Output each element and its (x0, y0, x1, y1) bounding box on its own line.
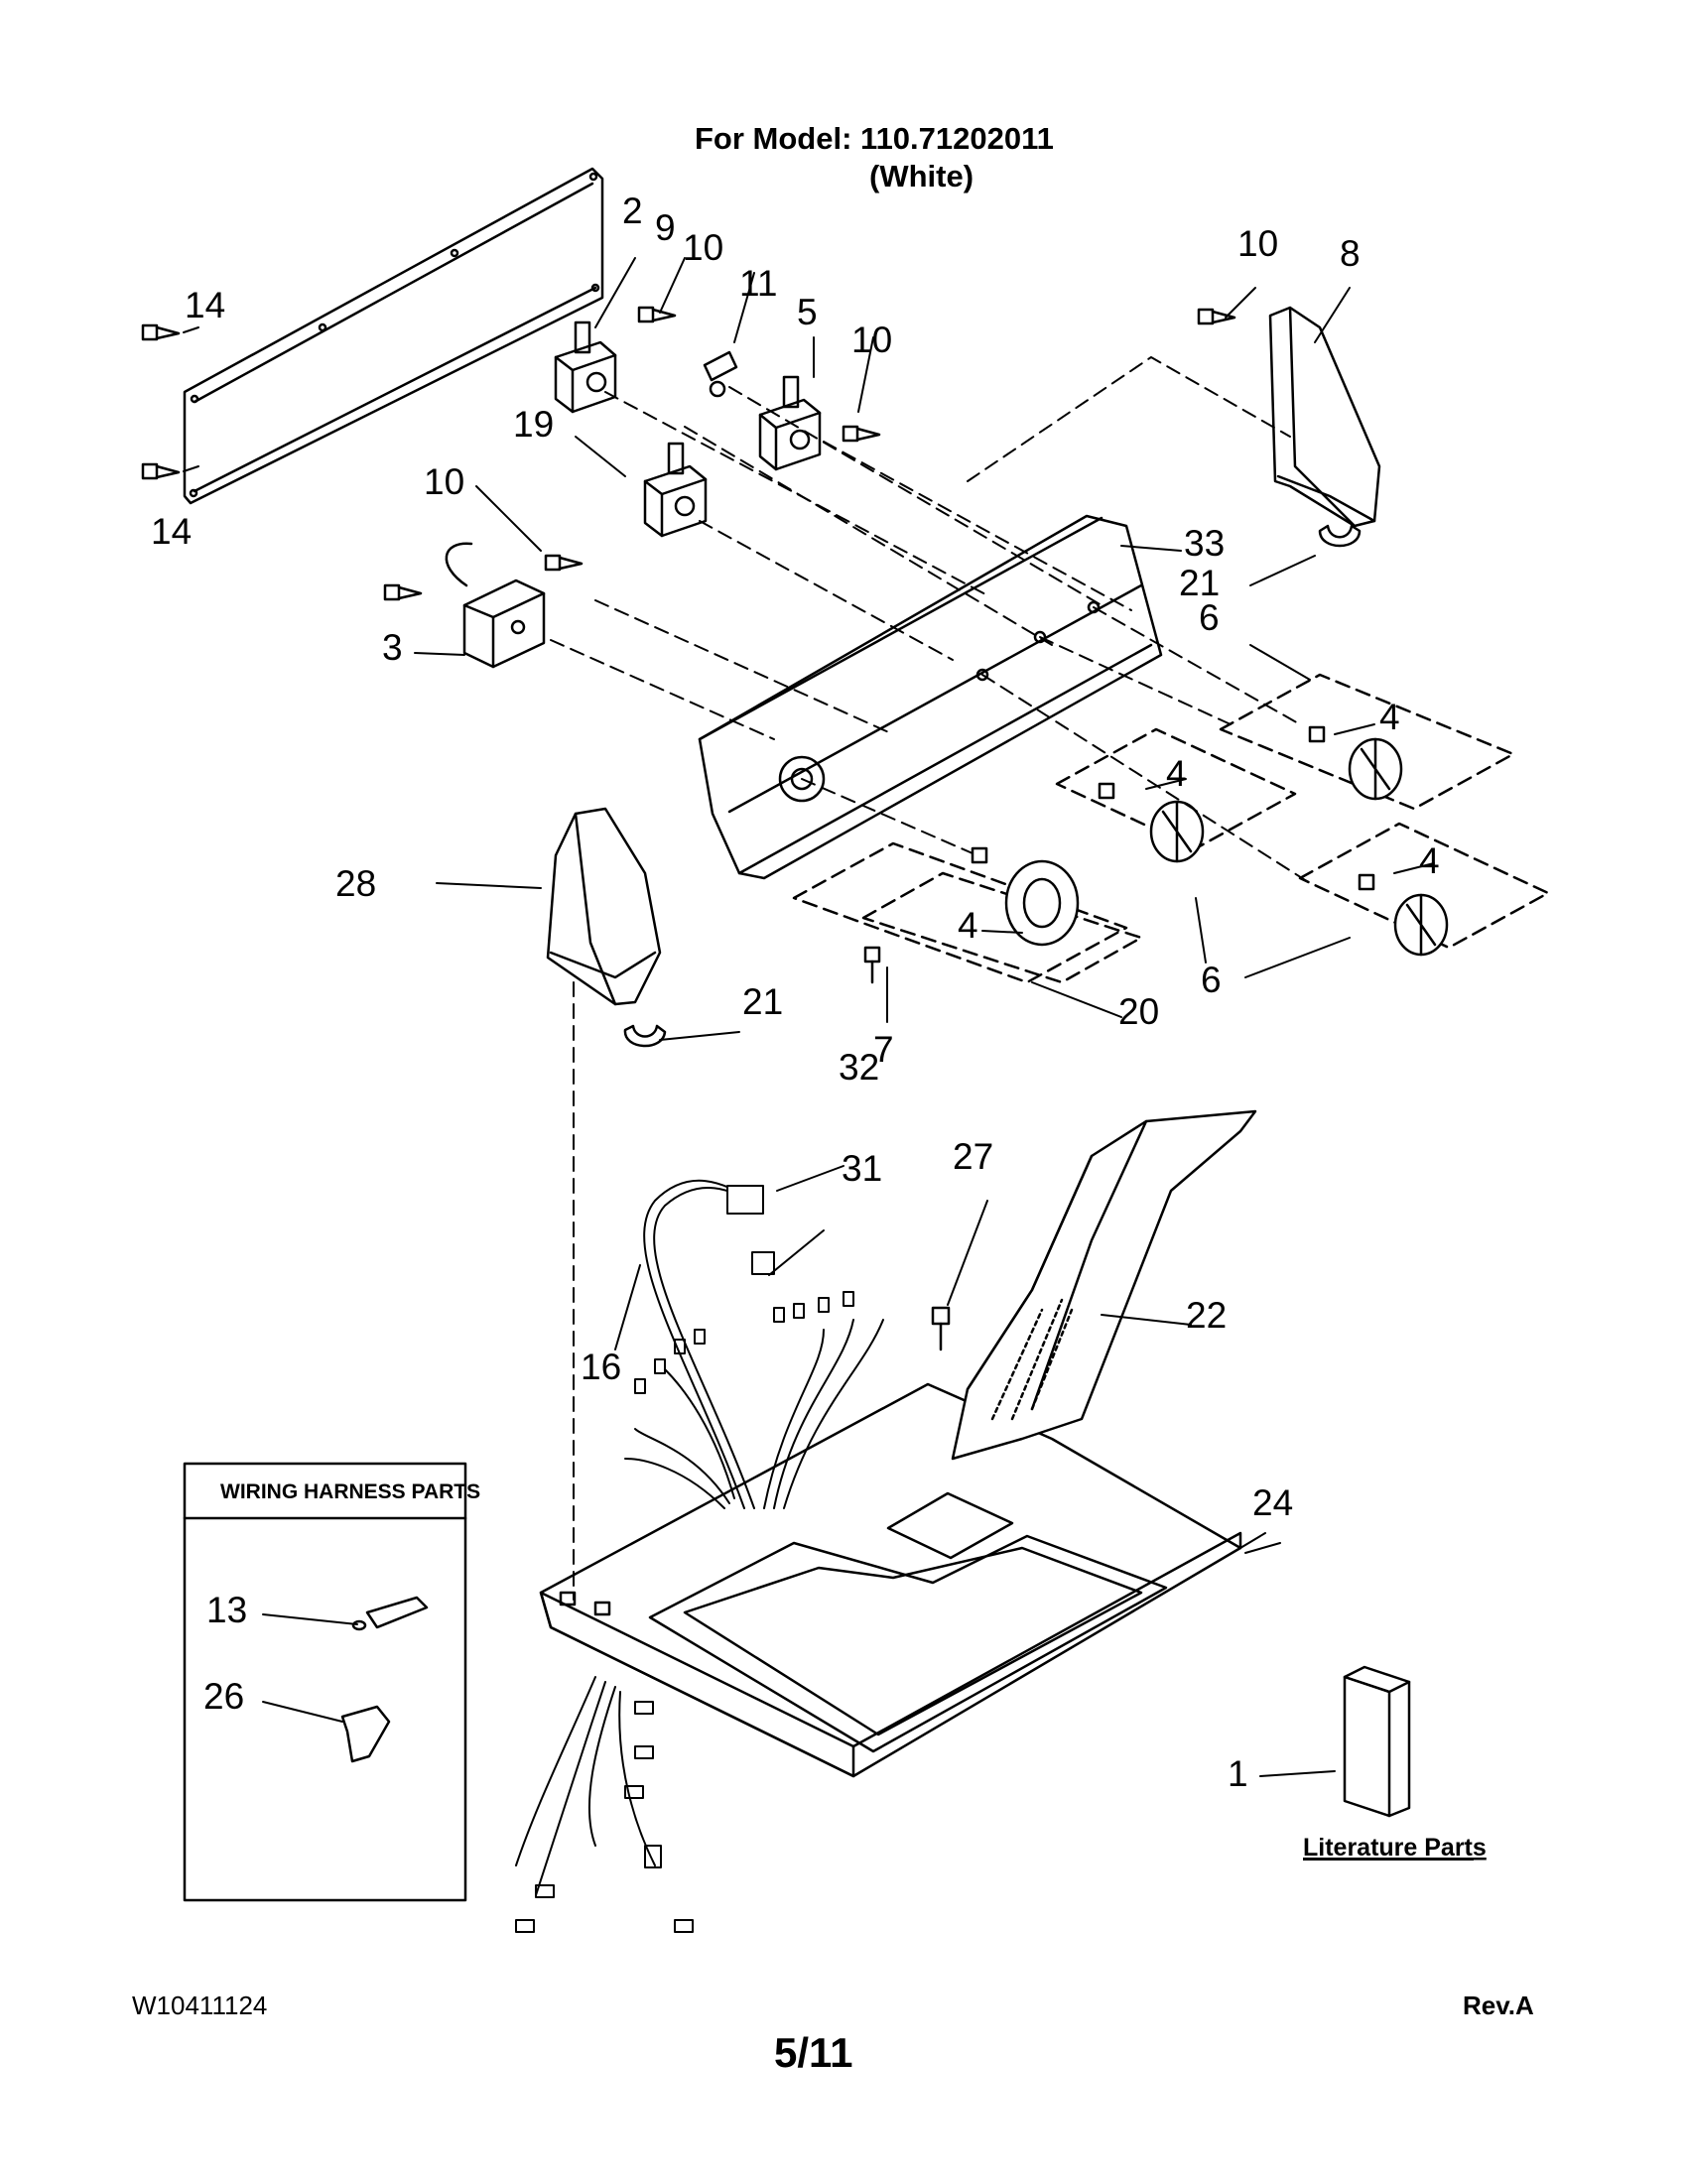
callout-4: 4 (1166, 753, 1187, 794)
page-indicator: 5/11 (774, 2029, 853, 2076)
literature-label: Literature Parts (1303, 1834, 1487, 1862)
console-part (698, 514, 1163, 880)
callout-10: 10 (683, 227, 723, 268)
callout-4: 4 (1379, 697, 1400, 737)
callout-14: 14 (151, 511, 192, 552)
switch-part (554, 321, 617, 414)
clip-part (703, 350, 738, 398)
model-title: For Model: 110.71202011 (695, 121, 1054, 156)
callout-9: 9 (655, 207, 676, 248)
end-cap-part (1268, 306, 1381, 528)
callout-11: 11 (739, 263, 777, 304)
lint-screen-part (951, 1109, 1257, 1461)
screw-part (863, 946, 881, 984)
screw-part (931, 1306, 951, 1351)
screw-part (141, 323, 181, 480)
callout-20: 20 (1118, 991, 1159, 1032)
part-number: W10411124 (132, 1991, 268, 2020)
screw-part (637, 306, 1236, 443)
callout-32: 32 (839, 1047, 879, 1088)
callout-26: 26 (203, 1676, 244, 1717)
top-panel-part (539, 1382, 1242, 1778)
rear-panel-part (183, 167, 604, 505)
callout-5: 5 (797, 292, 818, 332)
callout-21: 21 (742, 981, 783, 1022)
callout-33: 33 (1184, 523, 1225, 564)
wiring-box-title: WIRING HARNESS PARTS (220, 1480, 480, 1503)
callout-22: 22 (1186, 1295, 1227, 1336)
callout-28: 28 (335, 863, 376, 904)
revision-label: Rev.A (1463, 1991, 1534, 2020)
wiring-harness-part (515, 1179, 884, 1933)
clip-part (623, 524, 1362, 1048)
switch-part (643, 442, 708, 538)
callout-4: 4 (1419, 840, 1440, 881)
callout-6: 6 (1199, 597, 1220, 638)
model-color: (White) (869, 159, 974, 193)
callout-19: 19 (513, 404, 554, 445)
callout-24: 24 (1252, 1482, 1293, 1523)
wiring-harness-box (183, 1462, 467, 1902)
timer-part (383, 542, 584, 669)
callout-7: 7 (873, 1029, 894, 1070)
leader-arrows (183, 257, 1435, 1777)
callout-2: 2 (622, 191, 643, 231)
assembly-lines (550, 356, 1311, 1601)
end-cap-part (546, 807, 662, 1006)
knob-part (971, 725, 1449, 957)
callout-31: 31 (842, 1148, 882, 1189)
callout-1: 1 (1228, 1753, 1248, 1794)
callout-10: 10 (424, 461, 464, 502)
callout-3: 3 (382, 627, 403, 668)
switch-part (758, 375, 822, 471)
callout-8: 8 (1340, 233, 1361, 274)
callout-21: 21 (1179, 563, 1220, 603)
literature-part (1343, 1665, 1411, 1818)
callout-10: 10 (1237, 223, 1278, 264)
callout-14: 14 (185, 285, 225, 325)
callout-4: 4 (958, 905, 978, 946)
callout-27: 27 (953, 1136, 993, 1177)
callout-16: 16 (581, 1347, 621, 1387)
callout-6: 6 (1201, 960, 1222, 1000)
callout-10: 10 (851, 320, 892, 360)
callout-13: 13 (206, 1590, 247, 1630)
